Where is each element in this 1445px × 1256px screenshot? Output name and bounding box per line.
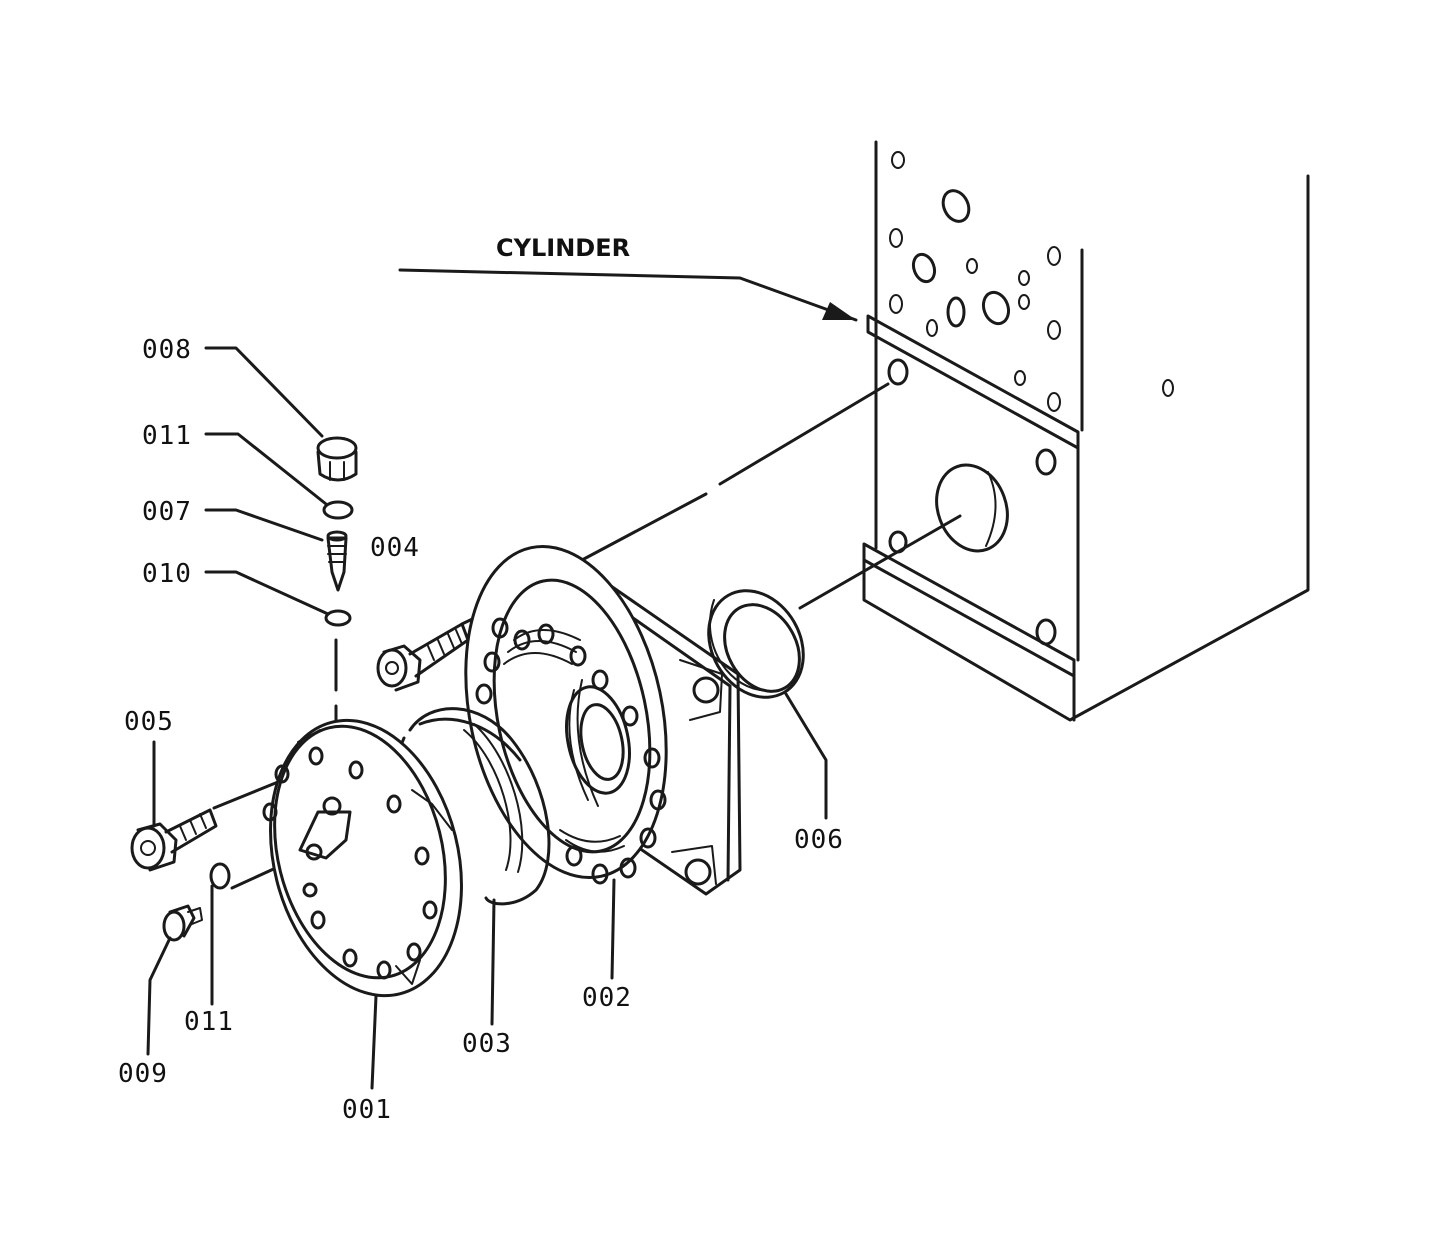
label-003: 003 xyxy=(462,1029,512,1059)
label-007: 007 xyxy=(142,497,192,527)
label-009: 009 xyxy=(118,1059,168,1089)
label-005: 005 xyxy=(124,707,174,737)
label-004: 004 xyxy=(370,533,420,563)
cylinder-arrow xyxy=(398,268,858,322)
label-011-top: 011 xyxy=(142,421,192,451)
label-010: 010 xyxy=(142,559,192,589)
label-006: 006 xyxy=(794,825,844,855)
label-001: 001 xyxy=(342,1095,392,1125)
housing-002 xyxy=(464,544,742,896)
cylinder-label: CYLINDER xyxy=(496,234,630,262)
label-011-bottom: 011 xyxy=(184,1007,234,1037)
cover-001 xyxy=(262,718,463,998)
cap-008 xyxy=(316,436,358,482)
plug-009 xyxy=(162,904,203,942)
bolt-005 xyxy=(130,808,218,872)
seal-006 xyxy=(707,589,805,699)
o-ring-011-upper xyxy=(322,500,354,520)
o-ring-011-lower xyxy=(209,862,231,890)
leader-lines xyxy=(146,346,828,1090)
callout-labels: 008 011 007 010 004 005 006 002 003 011 … xyxy=(118,335,844,1125)
cylinder-block xyxy=(862,140,1310,722)
label-002: 002 xyxy=(582,983,632,1013)
o-ring-010 xyxy=(324,609,352,627)
screw-007 xyxy=(326,530,348,592)
label-008: 008 xyxy=(142,335,192,365)
bolt-004 xyxy=(376,622,470,692)
